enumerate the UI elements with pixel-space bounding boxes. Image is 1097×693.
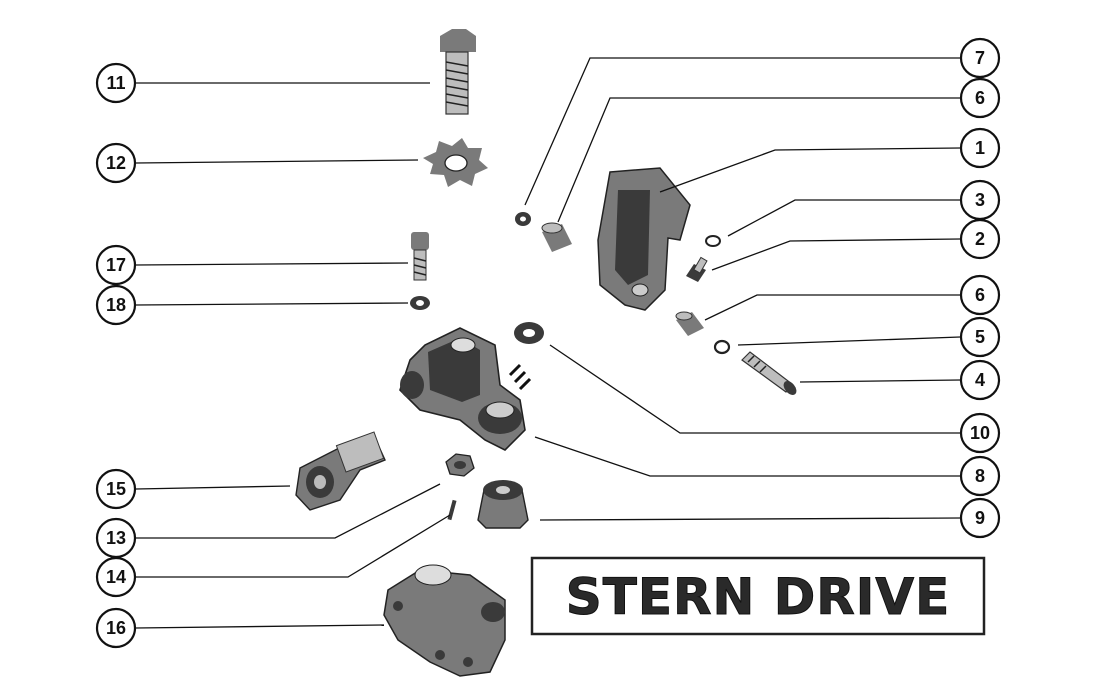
callout-13: 13 <box>95 517 137 559</box>
part-washer-18 <box>410 296 430 310</box>
callout-7: 7 <box>959 37 1001 79</box>
part-mount-16 <box>383 564 506 677</box>
callout-5: 5 <box>959 316 1001 358</box>
callout-number: 6 <box>975 285 985 305</box>
callout-11: 11 <box>95 62 137 104</box>
part-spacer-6a <box>541 222 572 252</box>
callout-14: 14 <box>95 556 137 598</box>
callout-number: 9 <box>975 508 985 528</box>
part-bolt-11 <box>440 29 476 115</box>
callout-3: 3 <box>959 179 1001 221</box>
callout-number: 2 <box>975 229 985 249</box>
callout-number: 7 <box>975 48 985 68</box>
callout-6b: 6 <box>959 274 1001 316</box>
callout-number: 15 <box>106 479 126 499</box>
callout-9: 9 <box>959 497 1001 539</box>
part-bushing-9 <box>477 480 529 529</box>
callout-number: 18 <box>106 295 126 315</box>
callout-17: 17 <box>95 244 137 286</box>
part-nut-7 <box>515 212 531 226</box>
callout-number: 14 <box>106 567 126 587</box>
callout-number: 12 <box>106 153 126 173</box>
callout-number: 4 <box>975 370 985 390</box>
callout-number: 5 <box>975 327 985 347</box>
diagram-title: STERN DRIVE <box>566 568 951 626</box>
callout-number: 6 <box>975 88 985 108</box>
callout-number: 10 <box>970 423 990 443</box>
part-washer-3 <box>705 235 721 247</box>
callout-number: 16 <box>106 618 126 638</box>
part-screw-2 <box>686 256 708 282</box>
title-box: STERN DRIVE <box>530 556 986 636</box>
callout-8: 8 <box>959 455 1001 497</box>
part-nut-13 <box>445 453 475 477</box>
part-washer-10 <box>514 322 544 344</box>
callout-number: 17 <box>106 255 126 275</box>
callout-number: 11 <box>106 73 125 93</box>
callout-number: 1 <box>975 138 985 158</box>
leader-lines <box>135 57 961 629</box>
callout-16: 16 <box>95 607 137 649</box>
callout-number: 3 <box>975 190 985 210</box>
part-yoke-15 <box>295 431 386 511</box>
callout-12: 12 <box>95 142 137 184</box>
callout-number: 8 <box>975 466 985 486</box>
callout-10: 10 <box>959 412 1001 454</box>
callout-4: 4 <box>959 359 1001 401</box>
part-mount-8 <box>399 327 532 451</box>
callout-2: 2 <box>959 218 1001 260</box>
part-ring-5 <box>713 339 731 355</box>
callout-15: 15 <box>95 468 137 510</box>
callout-number: 13 <box>106 528 126 548</box>
callout-6a: 6 <box>959 77 1001 119</box>
part-bolt-4 <box>741 351 797 395</box>
part-pin-14 <box>447 499 457 521</box>
part-lockwasher-12 <box>423 138 488 187</box>
part-bracket-1 <box>597 167 691 311</box>
callout-18: 18 <box>95 284 137 326</box>
callout-1: 1 <box>959 127 1001 169</box>
part-spacer-6b <box>675 311 704 336</box>
part-bolt-17 <box>411 232 429 281</box>
